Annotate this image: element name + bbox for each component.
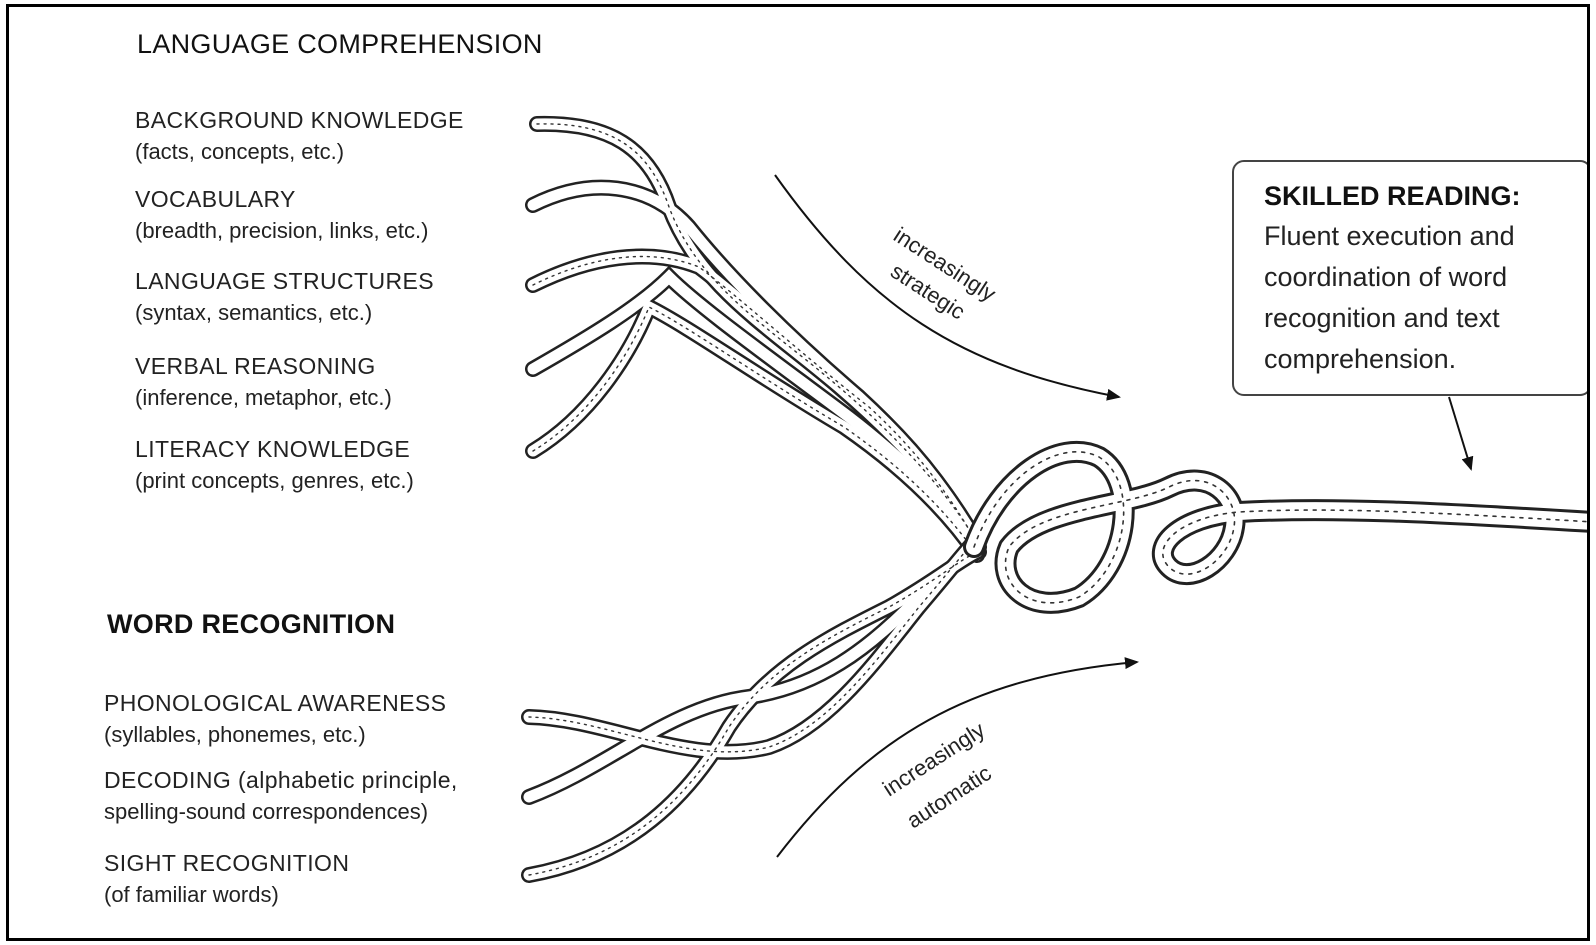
automatic-arrow [777, 662, 1137, 857]
strand-detail-literacy-knowledge: (print concepts, genres, etc.) [135, 466, 414, 496]
language-comprehension-heading: LANGUAGE COMPREHENSION [137, 29, 543, 60]
skilled-reading-pointer [1449, 397, 1471, 469]
strand-label-background-knowledge: BACKGROUND KNOWLEDGE [135, 105, 464, 136]
strand-detail-language-structures: (syntax, semantics, etc.) [135, 298, 372, 328]
strand-label-decoding: DECODING (alphabetic principle, [104, 765, 458, 796]
strand-label-literacy-knowledge: LITERACY KNOWLEDGE [135, 434, 410, 465]
strand-detail-background-knowledge: (facts, concepts, etc.) [135, 137, 344, 167]
strand-detail-verbal-reasoning: (inference, metaphor, etc.) [135, 383, 392, 413]
strand-label-vocabulary: VOCABULARY [135, 184, 296, 215]
strand-label-language-structures: LANGUAGE STRUCTURES [135, 266, 434, 297]
strand-detail-decoding: spelling-sound correspondences) [104, 797, 428, 827]
skilled-reading-text: Fluent execution and coordination of wor… [1264, 216, 1590, 380]
skilled-reading-box: SKILLED READING: Fluent execution and co… [1232, 160, 1590, 396]
language-comprehension-strands [533, 124, 979, 555]
skilled-reading-rope [974, 452, 1590, 603]
strand-label-verbal-reasoning: VERBAL REASONING [135, 351, 376, 382]
strand-label-sight-recognition: SIGHT RECOGNITION [104, 848, 349, 879]
strand-detail-vocabulary: (breadth, precision, links, etc.) [135, 216, 428, 246]
word-recognition-heading: WORD RECOGNITION [107, 609, 395, 640]
strand-detail-phonological-awareness: (syllables, phonemes, etc.) [104, 720, 366, 750]
diagram-frame: increasingly strategic increasingly auto… [6, 4, 1590, 941]
strand-label-phonological-awareness: PHONOLOGICAL AWARENESS [104, 688, 446, 719]
skilled-reading-title: SKILLED READING: [1264, 176, 1590, 216]
strand-detail-sight-recognition: (of familiar words) [104, 880, 279, 910]
